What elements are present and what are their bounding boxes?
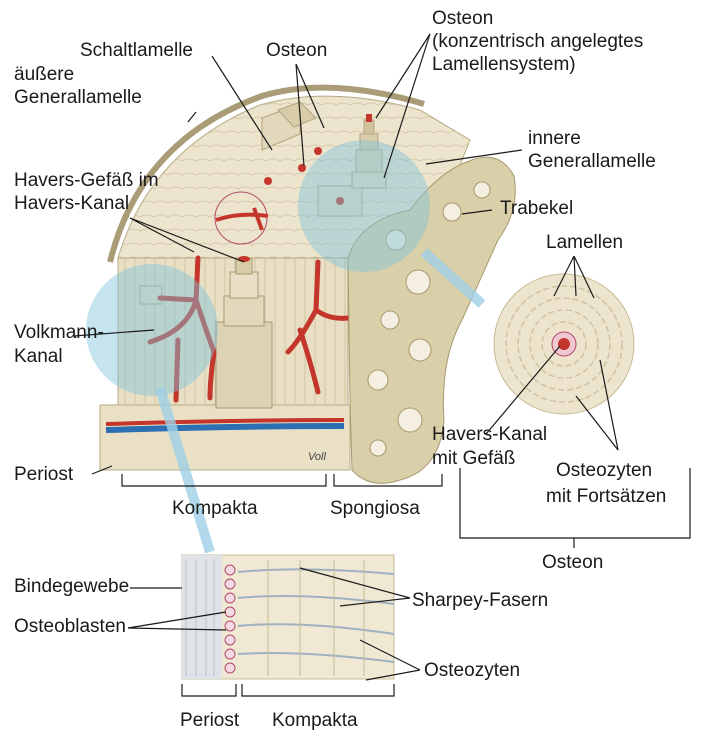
label-osteoblasten: Osteoblasten [14,616,126,638]
label-osteozyten-fortsaetze-1: Osteozyten [556,460,652,482]
label-trabekel: Trabekel [500,198,573,220]
label-osteon-concentric-1: Osteon [432,8,493,30]
label-volkmann-2: Kanal [14,346,63,368]
highlight-circle-top [298,140,430,272]
label-havers-kanal-1: Havers-Kanal [432,424,547,446]
osteon-cross-section [494,274,634,414]
label-kompakta: Kompakta [172,498,258,520]
label-bindegewebe: Bindegewebe [14,576,129,598]
label-osteon-bottom: Osteon [542,552,603,574]
label-innere-1: innere [528,128,581,150]
label-osteozyten: Osteozyten [424,660,520,682]
label-volkmann-1: Volkmann- [14,322,104,344]
label-havers-gefaess-1: Havers-Gefäß im [14,170,159,192]
label-periost: Periost [14,464,73,486]
label-sharpey-fasern: Sharpey-Fasern [412,590,548,612]
detail-panel [182,555,394,679]
label-aeussere-2: Generallamelle [14,87,142,109]
label-spongiosa: Spongiosa [330,498,420,520]
label-havers-kanal-2: mit Gefäß [432,448,515,470]
label-aeussere-1: äußere [14,64,74,86]
label-osteon-concentric-3: Lamellensystem) [432,54,576,76]
label-kompakta-bottom: Kompakta [272,710,358,732]
label-havers-gefaess-2: Havers-Kanal [14,193,129,215]
label-lamellen: Lamellen [546,232,623,254]
label-schaltlamelle: Schaltlamelle [80,40,193,62]
artist-signature: Voll [308,451,326,463]
label-periost-bottom: Periost [180,710,239,732]
label-osteon-top: Osteon [266,40,327,62]
label-innere-2: Generallamelle [528,151,656,173]
label-osteon-concentric-2: (konzentrisch angelegtes [432,31,643,53]
label-osteozyten-fortsaetze-2: mit Fortsätzen [546,486,666,508]
